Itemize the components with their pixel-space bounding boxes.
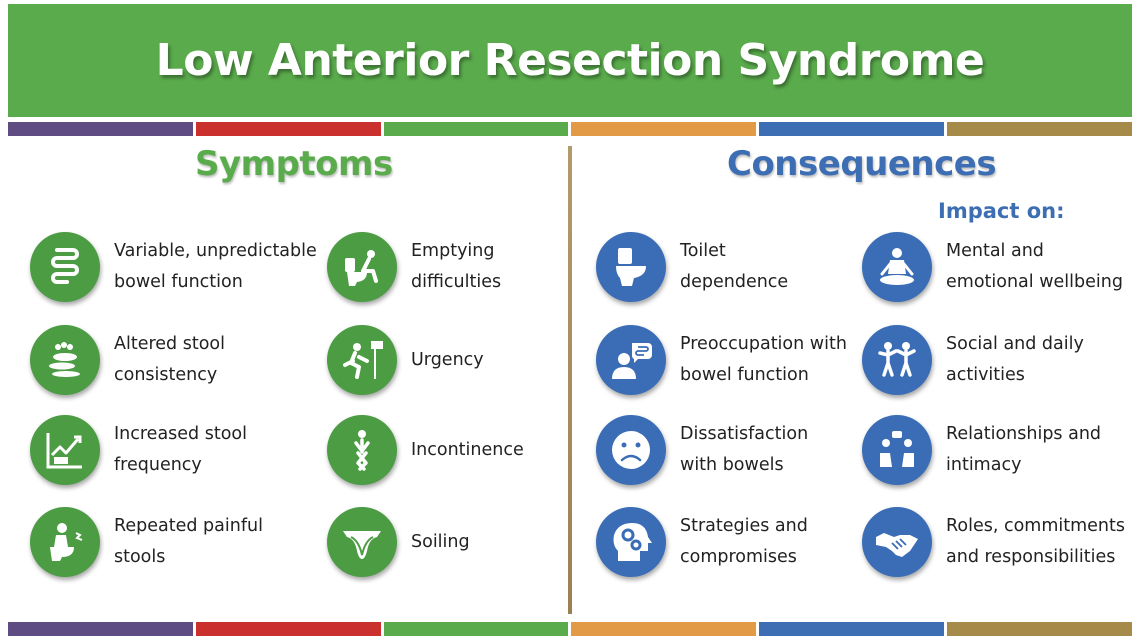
toilet-icon: [596, 232, 666, 302]
intestine-icon: [30, 232, 100, 302]
consequence-mental-wellbeing: Mental and emotional wellbeing: [862, 232, 1123, 302]
gears-head-icon: [596, 507, 666, 577]
symptom-variable-bowel-function: Variable, unpredictable bowel function: [30, 232, 317, 302]
stripe-brown: [947, 622, 1132, 636]
symptom-altered-stool-consistency: Altered stool consistency: [30, 325, 225, 395]
section-divider: [568, 146, 572, 614]
consequence-social-activities: Social and daily activities: [862, 325, 1084, 395]
symptoms-heading: Symptoms: [195, 144, 393, 184]
diaper-icon: [327, 507, 397, 577]
stripe-purple: [8, 622, 193, 636]
dancing-people-icon: [862, 325, 932, 395]
consequence-strategies: Strategies and compromises: [596, 507, 808, 577]
handshake-icon: [862, 507, 932, 577]
symptom-soiling: Soiling: [327, 507, 470, 577]
consequence-roles: Roles, commitments and responsibilities: [862, 507, 1125, 577]
consequence-label: Relationships and intimacy: [946, 424, 1102, 475]
consequence-label: Roles, commitments and responsibilities: [946, 516, 1125, 567]
symptom-label: Variable, unpredictable bowel function: [114, 241, 317, 292]
painful-toilet-icon: [30, 507, 100, 577]
stripe-orange: [571, 622, 757, 636]
symptom-label: Emptying difficulties: [411, 241, 502, 292]
symptom-label: Urgency: [411, 349, 484, 370]
sad-face-icon: [596, 415, 666, 485]
stripe-blue: [759, 122, 945, 136]
stripe-brown: [947, 122, 1132, 136]
consequence-label: Toilet dependence: [680, 241, 789, 292]
symptom-incontinence: Incontinence: [327, 415, 524, 485]
symptom-label: Repeated painful stools: [114, 516, 263, 567]
symptom-label: Soiling: [411, 531, 470, 552]
consequence-preoccupation: Preoccupation with bowel function: [596, 325, 847, 395]
stripe-purple: [8, 122, 193, 136]
bottom-color-stripes: [8, 622, 1132, 636]
consequences-heading: Consequences: [727, 144, 997, 184]
consequence-label: Dissatisfaction with bowels: [680, 424, 809, 475]
stripe-red: [195, 622, 381, 636]
symptom-increased-stool-frequency: Increased stool frequency: [30, 415, 247, 485]
running-to-wc-icon: [327, 325, 397, 395]
stripe-green: [383, 122, 569, 136]
thinking-person-icon: [596, 325, 666, 395]
symptom-repeated-painful-stools: Repeated painful stools: [30, 507, 263, 577]
wc-rising-chart-icon: [30, 415, 100, 485]
stripe-orange: [571, 122, 757, 136]
crossed-legs-person-icon: [327, 415, 397, 485]
top-color-stripes: [8, 122, 1132, 136]
impact-on-label: Impact on:: [938, 199, 1065, 223]
person-on-toilet-icon: [327, 232, 397, 302]
consequence-label: Strategies and compromises: [680, 516, 808, 567]
meditation-icon: [862, 232, 932, 302]
consequence-label: Mental and emotional wellbeing: [946, 241, 1123, 292]
stripe-green: [383, 622, 569, 636]
stool-consistency-icon: [30, 325, 100, 395]
consequence-toilet-dependence: Toilet dependence: [596, 232, 788, 302]
page-title: Low Anterior Resection Syndrome: [155, 35, 985, 86]
stripe-red: [195, 122, 381, 136]
consequence-relationships: Relationships and intimacy: [862, 415, 1101, 485]
symptom-emptying-difficulties: Emptying difficulties: [327, 232, 501, 302]
stripe-blue: [759, 622, 945, 636]
symptom-urgency: Urgency: [327, 325, 484, 395]
consequence-label: Social and daily activities: [946, 334, 1084, 385]
couple-talking-icon: [862, 415, 932, 485]
title-banner: Low Anterior Resection Syndrome: [8, 4, 1132, 117]
symptom-label: Altered stool consistency: [114, 334, 225, 385]
consequence-dissatisfaction: Dissatisfaction with bowels: [596, 415, 808, 485]
symptom-label: Incontinence: [411, 439, 524, 460]
symptom-label: Increased stool frequency: [114, 424, 247, 475]
consequence-label: Preoccupation with bowel function: [680, 334, 847, 385]
